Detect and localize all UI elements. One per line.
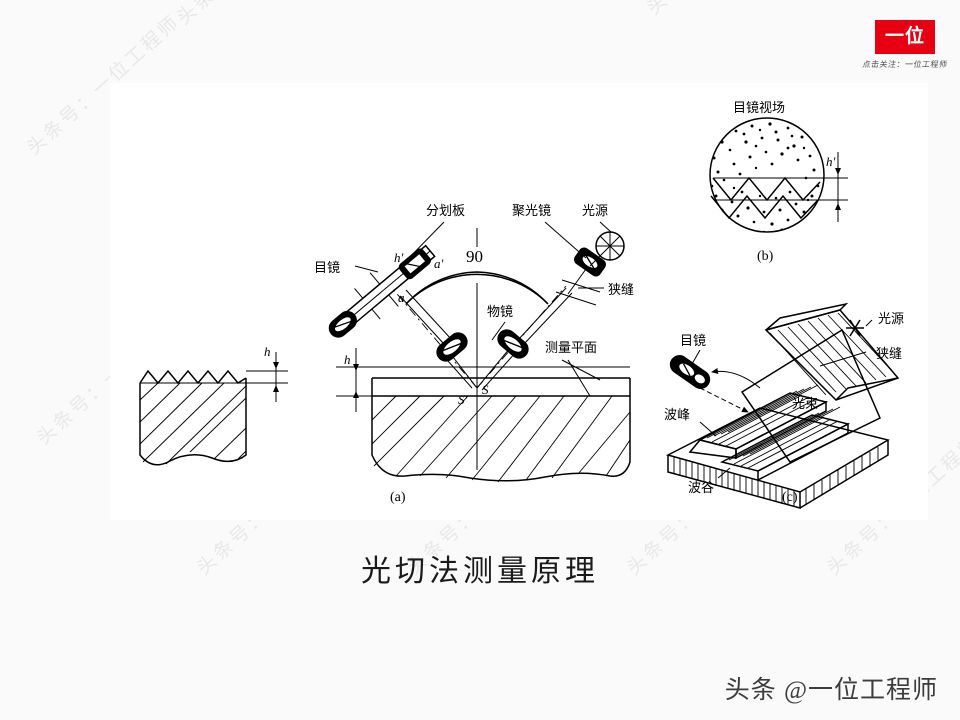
label-eyepiece-field-title: 目镜视场 xyxy=(733,100,786,115)
label-point-s: S xyxy=(482,382,489,397)
label-dim-a-prime: a' xyxy=(434,256,444,271)
label-crest: 波峰 xyxy=(664,407,691,422)
label-eyepiece-c: 目镜 xyxy=(680,333,707,348)
label-trough: 波谷 xyxy=(688,480,715,495)
label-dim-h-prime-a: h' xyxy=(394,250,404,265)
left-specimen-figure xyxy=(139,352,288,466)
label-eyepiece-a: 目镜 xyxy=(314,260,341,275)
page-title: 光切法测量原理 xyxy=(361,555,599,588)
label-dim-h-prime-b: h' xyxy=(826,154,836,169)
label-dim-h-a: h xyxy=(344,352,351,367)
logo-badge-text: 一位 xyxy=(875,20,935,54)
figure-caption-a: (a) xyxy=(390,490,406,505)
channel-watermark: 头条 @一位工程师 xyxy=(724,677,938,704)
figure-c-linework xyxy=(665,302,900,509)
label-light-beam: 光束 xyxy=(792,396,819,411)
brand-logo: 一位 点击关注：一位工程师 xyxy=(855,20,955,70)
label-slit-a: 狭缝 xyxy=(608,282,635,297)
label-dim-h-specimen: h xyxy=(264,344,271,359)
label-measuring-plane: 测量平面 xyxy=(545,340,598,355)
figure-b-linework xyxy=(709,117,848,233)
label-point-s-prime: S' xyxy=(458,392,468,407)
label-slit-c: 狭缝 xyxy=(876,346,903,361)
figure-caption-b: (b) xyxy=(757,249,774,264)
label-light-source-a: 光源 xyxy=(582,203,609,218)
label-objective-a: 物镜 xyxy=(487,304,514,319)
label-condenser-a: 聚光镜 xyxy=(512,203,552,218)
label-reticle-a: 分划板 xyxy=(426,203,466,218)
label-angle-90: 90 xyxy=(466,247,483,266)
label-dim-a: a xyxy=(398,290,405,305)
label-light-source-c: 光源 xyxy=(878,311,905,326)
figure-a-linework xyxy=(328,221,631,483)
figure-caption-c: (c) xyxy=(782,490,798,505)
